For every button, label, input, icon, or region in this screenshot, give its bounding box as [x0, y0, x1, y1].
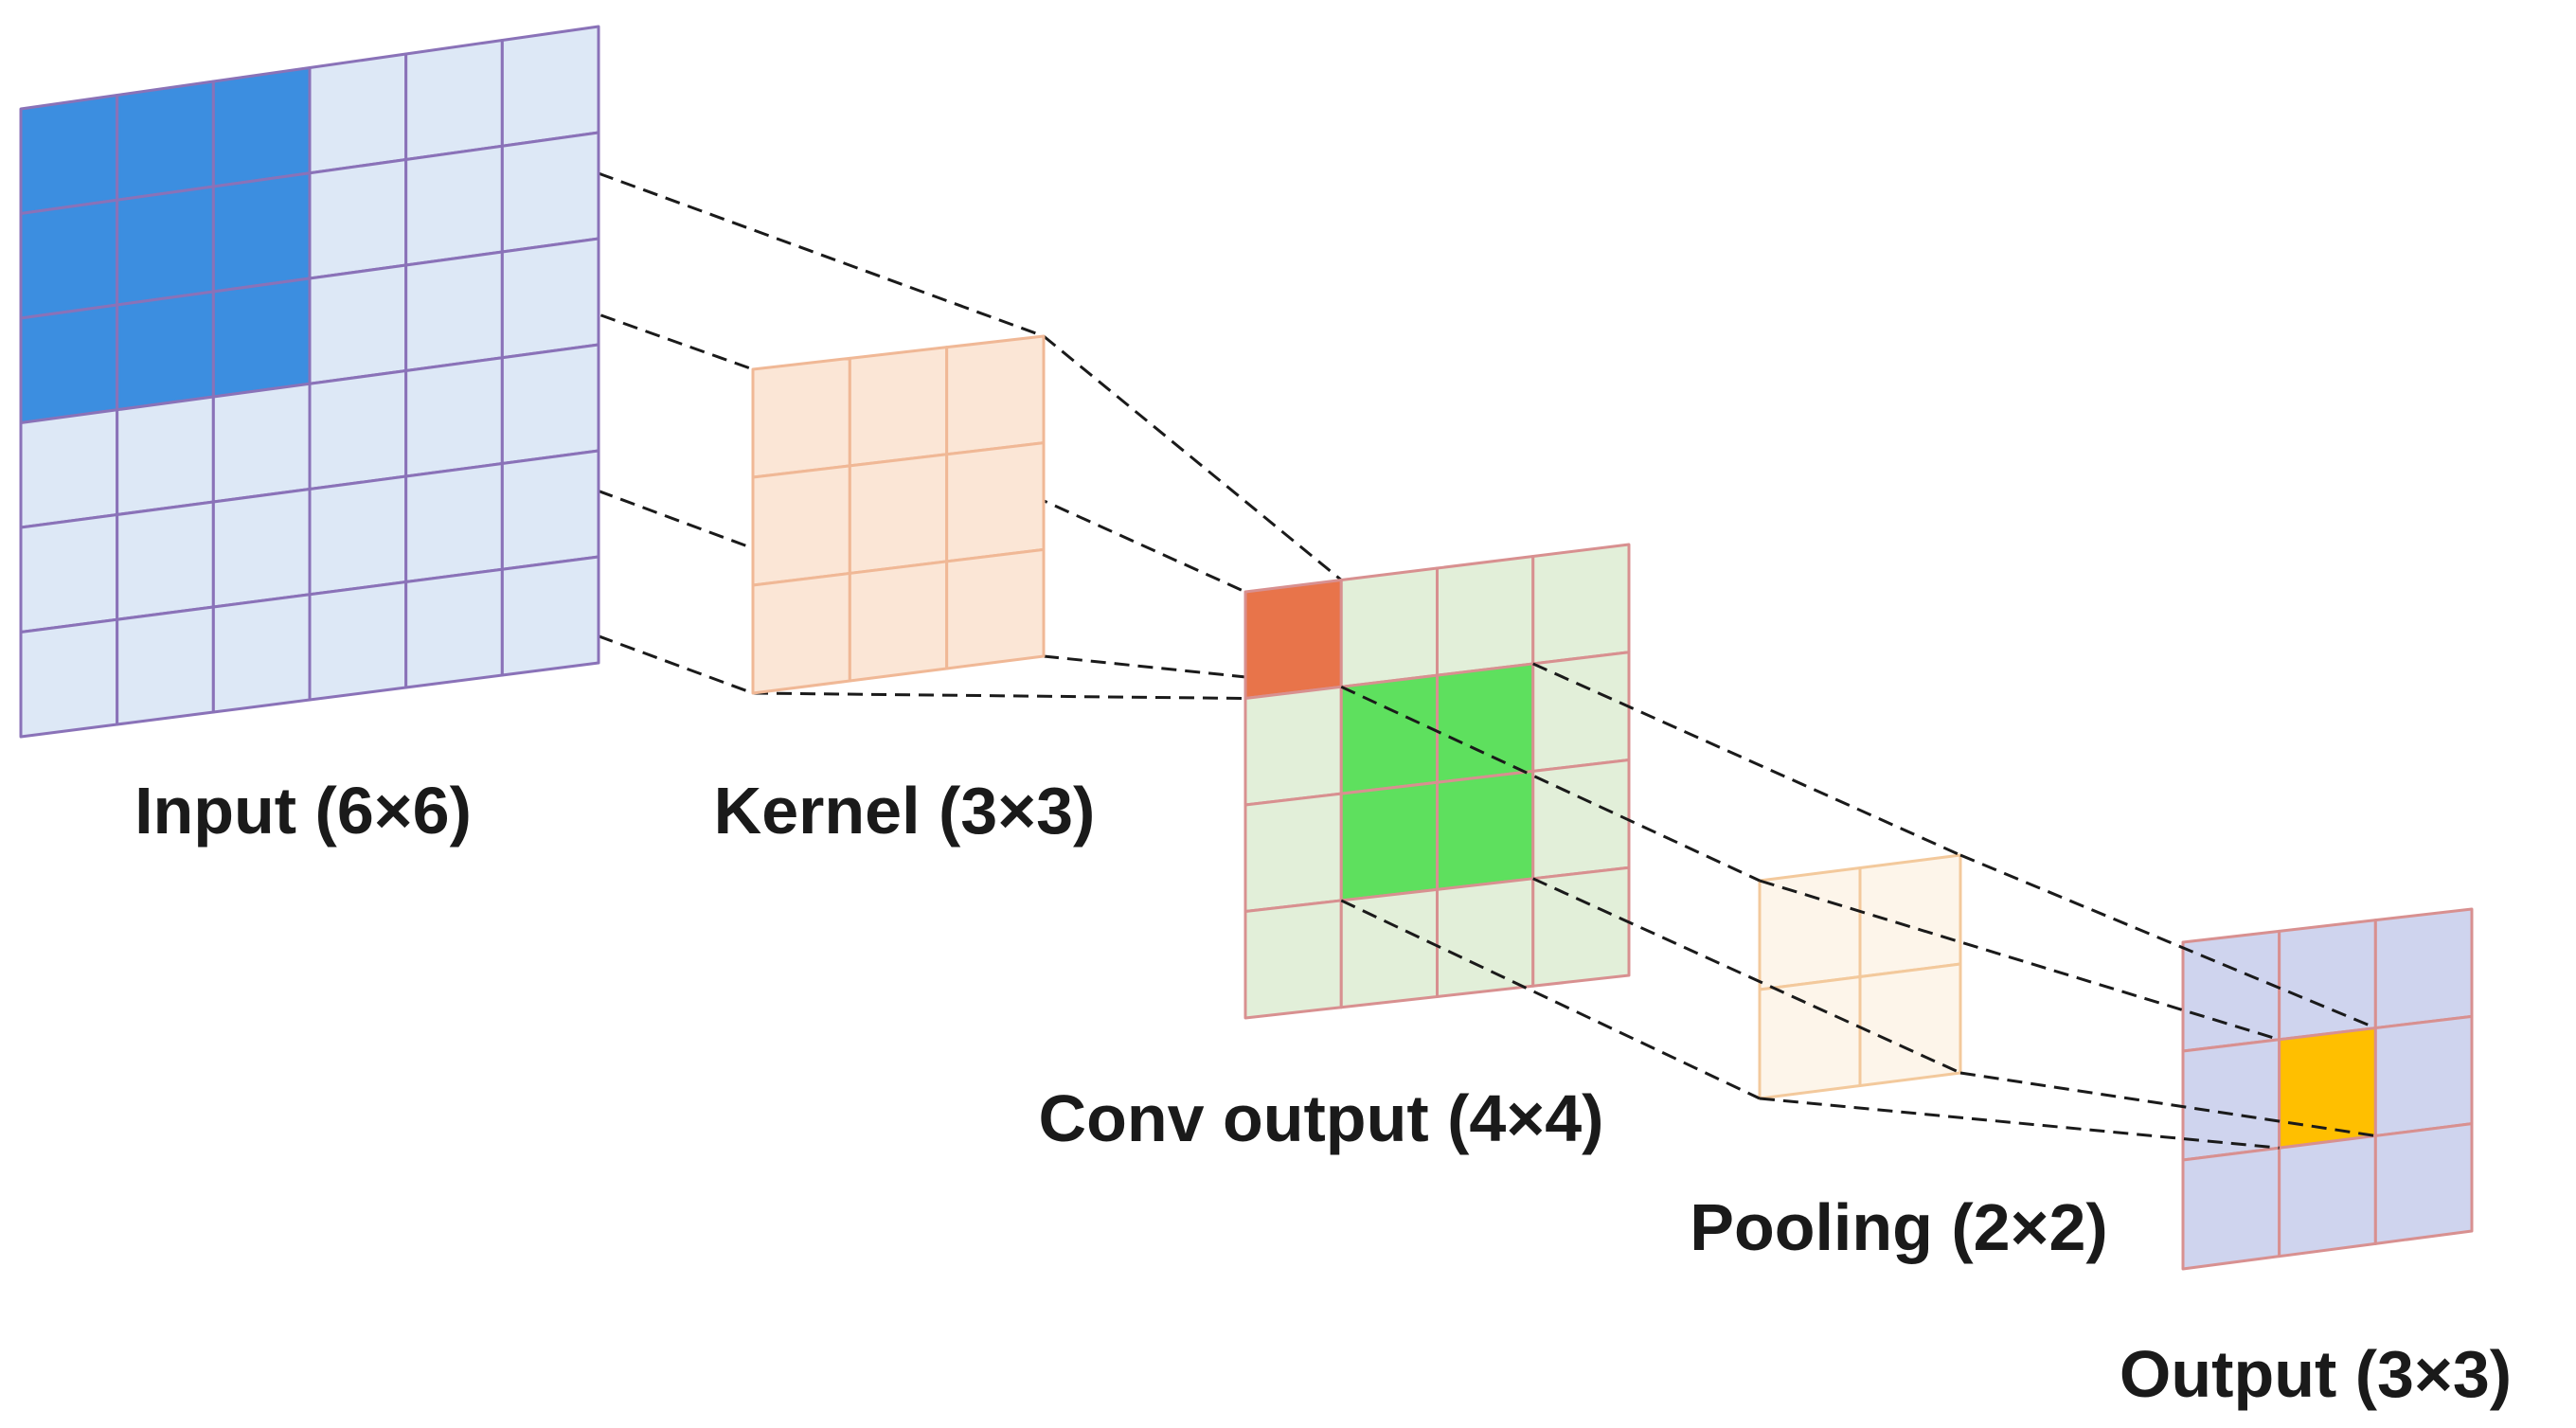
- output-cell: [2181, 1146, 2281, 1271]
- conv-cell: [1436, 769, 1535, 891]
- connector-line: [1340, 685, 1761, 883]
- kernel-cell: [751, 571, 851, 695]
- conv-cell: [1436, 555, 1535, 677]
- pooling-cell: [1758, 975, 1862, 1100]
- kernel-cell: [848, 346, 949, 468]
- output-cell: [2278, 1133, 2377, 1258]
- output-grid: [2181, 907, 2474, 1271]
- conv-cell: [1243, 792, 1343, 913]
- input-cell: [500, 237, 600, 360]
- input-cell: [211, 66, 312, 188]
- conv-cell: [1531, 651, 1631, 773]
- input-cell: [116, 80, 215, 202]
- input-cell: [211, 277, 312, 399]
- input-cell: [500, 131, 600, 254]
- connector-line: [752, 691, 1246, 700]
- connector-line: [1532, 662, 1961, 857]
- pooling-grid: [1758, 853, 1962, 1100]
- input-cell: [19, 303, 119, 424]
- kernel-grid: [751, 334, 1046, 695]
- conv-cell: [1339, 887, 1439, 1009]
- conv-cell: [1531, 543, 1631, 666]
- conv-cell: [1531, 866, 1631, 988]
- input-cell: [116, 395, 215, 516]
- conv-cell: [1339, 673, 1439, 795]
- input-cell: [308, 580, 408, 702]
- conv-output-caption: Conv output (4×4): [1039, 1081, 1604, 1155]
- input-grid: [19, 25, 600, 739]
- input-cell: [116, 500, 215, 621]
- conv-cell: [1243, 899, 1343, 1020]
- connector-line: [1959, 853, 2376, 1029]
- input-cell: [19, 198, 119, 320]
- input-cell: [116, 605, 215, 726]
- input-cell: [404, 144, 504, 267]
- connector-line: [1340, 899, 1761, 1100]
- conv-cell: [1436, 662, 1535, 784]
- connector-line: [1759, 1097, 2280, 1150]
- input-cell: [116, 290, 215, 412]
- kernel-cell: [751, 356, 851, 479]
- input-cell: [19, 513, 119, 634]
- input-cell: [211, 488, 312, 609]
- input-cell: [308, 263, 408, 385]
- output-cell: [2373, 1014, 2474, 1137]
- kernel-cell: [945, 334, 1046, 456]
- dashed-connectors-front: [1340, 662, 2376, 1150]
- connector-line: [1043, 334, 1343, 581]
- output-cell: [2278, 1026, 2377, 1150]
- input-caption: Input (6×6): [134, 774, 472, 848]
- kernel-caption: Kernel (3×3): [714, 774, 1096, 848]
- output-cell: [2373, 1122, 2474, 1245]
- conv-cell: [1243, 685, 1343, 807]
- input-cell: [500, 343, 600, 465]
- input-cell: [404, 39, 504, 161]
- input-cell: [308, 474, 408, 597]
- input-cell: [211, 593, 312, 714]
- input-cell: [404, 250, 504, 372]
- conv-cell: [1243, 579, 1343, 700]
- input-cell: [500, 25, 600, 148]
- conv-cell: [1531, 759, 1631, 881]
- output-cell: [2181, 929, 2281, 1053]
- input-cell: [308, 369, 408, 491]
- input-cell: [308, 52, 408, 175]
- input-cell: [500, 555, 600, 677]
- input-cell: [500, 449, 600, 571]
- conv-output-grid: [1243, 543, 1631, 1020]
- conv-cell: [1339, 566, 1439, 688]
- input-cell: [308, 158, 408, 280]
- input-cell: [404, 462, 504, 583]
- pooling-cell: [1758, 866, 1862, 991]
- conv-cell: [1339, 780, 1439, 902]
- input-cell: [211, 171, 312, 294]
- input-cell: [19, 94, 119, 215]
- input-cell: [19, 408, 119, 529]
- input-cell: [404, 567, 504, 689]
- connector-line: [1759, 879, 2281, 1042]
- kernel-cell: [945, 441, 1046, 563]
- input-cell: [116, 185, 215, 307]
- kernel-cell: [848, 453, 949, 575]
- connector-line: [1532, 877, 1961, 1075]
- output-cell: [2181, 1038, 2281, 1162]
- conv-cell: [1436, 877, 1535, 998]
- output-cell: [2373, 907, 2474, 1030]
- pooling-caption: Pooling (2×2): [1690, 1190, 2107, 1264]
- input-cell: [19, 617, 119, 739]
- kernel-cell: [848, 560, 949, 683]
- output-caption: Output (3×3): [2120, 1337, 2512, 1411]
- kernel-cell: [751, 464, 851, 587]
- input-cell: [404, 356, 504, 478]
- input-cell: [211, 382, 312, 504]
- kernel-cell: [945, 547, 1046, 670]
